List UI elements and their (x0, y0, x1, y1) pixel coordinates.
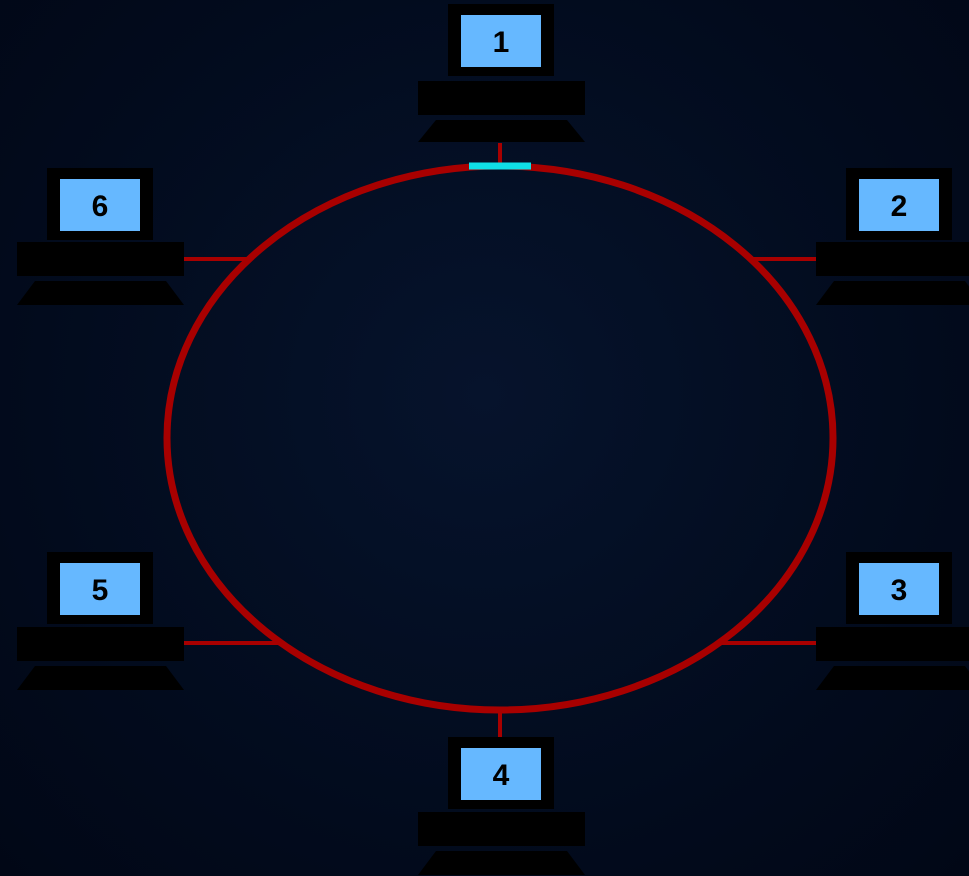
system-unit (418, 812, 585, 846)
computer-icon (816, 552, 969, 690)
keyboard (17, 666, 184, 690)
system-unit (17, 242, 184, 276)
keyboard (816, 281, 969, 305)
system-unit (816, 242, 969, 276)
node-label: 5 (92, 574, 109, 607)
node-label: 2 (891, 190, 908, 223)
computer-icon (816, 168, 969, 305)
monitor-screen (60, 563, 140, 615)
keyboard (17, 281, 184, 305)
keyboard (418, 120, 585, 142)
node-label: 4 (493, 759, 510, 792)
monitor-screen (859, 563, 939, 615)
computer-node-5: 5 (17, 552, 184, 690)
node-label: 1 (493, 26, 510, 59)
monitor-screen (60, 179, 140, 231)
monitor-screen (461, 15, 541, 67)
node-label: 3 (891, 574, 908, 607)
computer-node-6: 6 (17, 168, 184, 305)
computer-icon (418, 737, 585, 875)
keyboard (418, 851, 585, 875)
computer-node-3: 3 (816, 552, 969, 690)
ring (163, 162, 837, 714)
monitor-screen (859, 179, 939, 231)
system-unit (17, 627, 184, 661)
computer-node-4: 4 (418, 737, 585, 875)
computer-icon (17, 552, 184, 690)
system-unit (816, 627, 969, 661)
computer-node-2: 2 (816, 168, 969, 305)
monitor-screen (461, 748, 541, 800)
computer-icon (17, 168, 184, 305)
computer-node-1: 1 (418, 4, 585, 142)
computer-icon (418, 4, 585, 142)
system-unit (418, 81, 585, 115)
keyboard (816, 666, 969, 690)
node-label: 6 (92, 190, 109, 223)
